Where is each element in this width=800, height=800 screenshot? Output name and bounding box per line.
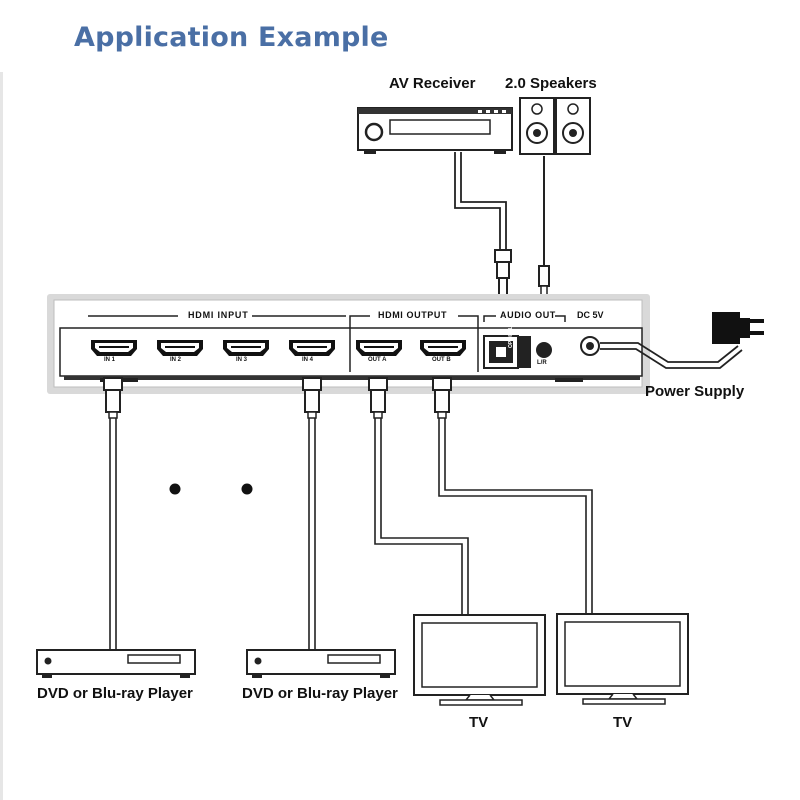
frame-edge xyxy=(0,72,3,800)
speakers-icon xyxy=(519,97,591,155)
dc-jack xyxy=(580,336,600,356)
hdmi-port-in1 xyxy=(91,340,137,356)
power-cable xyxy=(600,342,743,369)
player-2-label: DVD or Blu-ray Player xyxy=(242,685,398,702)
hdmi-port-in4 xyxy=(289,340,335,356)
hdmi-plug-outa xyxy=(368,377,388,419)
optical-cable xyxy=(454,152,507,250)
tv-2 xyxy=(556,613,689,705)
av-receiver-label: AV Receiver xyxy=(389,75,476,92)
hdmi-plug-in1 xyxy=(103,377,123,419)
port-label-in1: IN 1 xyxy=(104,357,116,363)
hdmi-plug-outb xyxy=(432,377,452,419)
port-label-in4: IN 4 xyxy=(302,357,314,363)
player-1-label: DVD or Blu-ray Player xyxy=(37,685,193,702)
speakers-label: 2.0 Speakers xyxy=(505,75,597,92)
tv-1-label: TV xyxy=(469,714,489,731)
hdmi-plug-in4 xyxy=(302,377,322,419)
audio-out-label: AUDIO OUT xyxy=(500,310,556,320)
tv-2-label: TV xyxy=(613,714,633,731)
hdmi-cables xyxy=(109,418,593,650)
more-inputs-indicator xyxy=(169,483,253,495)
hdmi-port-outa xyxy=(356,340,402,356)
optical-port xyxy=(483,335,531,369)
audio-lr-jack xyxy=(536,342,552,358)
panel-section-lines xyxy=(88,315,566,372)
disc-player-1 xyxy=(36,649,196,678)
power-supply-label: Power Supply xyxy=(645,383,745,400)
hdmi-output-label: HDMI OUTPUT xyxy=(378,310,448,320)
port-label-in2: IN 2 xyxy=(170,357,182,363)
optical-label: OPTICAL xyxy=(508,326,514,348)
av-receiver-icon xyxy=(357,107,513,154)
hdmi-port-in3 xyxy=(223,340,269,356)
power-adapter-icon xyxy=(712,312,764,344)
lr-label: L/R xyxy=(537,360,547,366)
hdmi-port-in2 xyxy=(157,340,203,356)
port-label-in3: IN 3 xyxy=(236,357,248,363)
hdmi-switcher-body xyxy=(47,294,650,394)
port-label-outb: OUT B xyxy=(432,357,451,363)
port-label-outa: OUT A xyxy=(368,357,387,363)
tv-1 xyxy=(413,614,546,706)
disc-player-2 xyxy=(246,649,396,678)
audio-cable xyxy=(538,156,550,299)
hdmi-input-label: HDMI INPUT xyxy=(188,310,249,320)
dc-label: DC 5V xyxy=(577,310,604,320)
hdmi-port-outb xyxy=(420,340,466,356)
page-title: Application Example xyxy=(74,22,389,53)
